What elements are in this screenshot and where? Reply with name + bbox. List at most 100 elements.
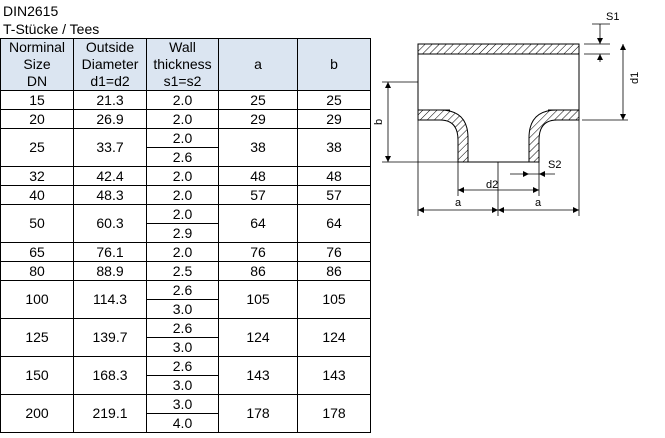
cell-wall-thickness: 2.0 — [146, 109, 219, 129]
cell-b: 38 — [297, 128, 371, 167]
cell-wall-thickness: 2.0 — [146, 185, 219, 205]
cell-wall-thickness: 3.0 — [146, 394, 219, 414]
cell-b: 143 — [297, 356, 371, 395]
cell-a: 57 — [218, 185, 298, 205]
cell-b: 124 — [297, 318, 371, 357]
cell-wall-thickness: 2.9 — [146, 223, 219, 243]
tee-drawing: S1 d1 b S2 d2 a a — [373, 11, 641, 216]
label-s1: S1 — [606, 11, 619, 23]
label-s2: S2 — [548, 159, 561, 171]
cell-dn: 32 — [0, 166, 74, 186]
subtitle: T-Stücke / Tees — [3, 21, 100, 37]
cell-dn: 15 — [0, 90, 74, 110]
cell-a: 25 — [218, 90, 298, 110]
cell-a: 105 — [218, 280, 298, 319]
cell-dn: 100 — [0, 280, 74, 319]
cell-wall-thickness: 4.0 — [146, 413, 219, 433]
label-b: b — [373, 119, 385, 125]
cell-a: 143 — [218, 356, 298, 395]
cell-outside-diameter: 114.3 — [73, 280, 147, 319]
cell-outside-diameter: 60.3 — [73, 204, 147, 243]
cell-b: 25 — [297, 90, 371, 110]
right-branch-wall — [528, 109, 580, 163]
label-a-left: a — [455, 197, 462, 209]
cell-wall-thickness: 2.0 — [146, 204, 219, 224]
header-b: b — [297, 38, 371, 91]
cell-wall-thickness: 2.6 — [146, 356, 219, 376]
cell-outside-diameter: 76.1 — [73, 242, 147, 262]
cell-outside-diameter: 33.7 — [73, 128, 147, 167]
cell-outside-diameter: 139.7 — [73, 318, 147, 357]
cell-wall-thickness: 2.0 — [146, 90, 219, 110]
cell-dn: 25 — [0, 128, 74, 167]
table-row: 4.0 — [1, 413, 371, 433]
cell-wall-thickness: 2.0 — [146, 242, 219, 262]
table-row: 3.0 — [1, 375, 371, 395]
cell-b: 178 — [297, 394, 371, 433]
label-d2: d2 — [486, 179, 498, 191]
cell-outside-diameter: 26.9 — [73, 109, 147, 129]
cell-a: 48 — [218, 166, 298, 186]
cell-b: 76 — [297, 242, 371, 262]
cell-wall-thickness: 3.0 — [146, 375, 219, 395]
cell-a: 38 — [218, 128, 298, 167]
label-d1: d1 — [629, 72, 641, 84]
cell-dn: 20 — [0, 109, 74, 129]
cell-a: 124 — [218, 318, 298, 357]
cell-b: 64 — [297, 204, 371, 243]
header-a: a — [218, 38, 298, 91]
cell-b: 105 — [297, 280, 371, 319]
cell-dn: 80 — [0, 261, 74, 281]
tee-body — [417, 43, 580, 163]
top-wall — [417, 43, 580, 55]
cell-wall-thickness: 3.0 — [146, 337, 219, 357]
cell-outside-diameter: 219.1 — [73, 394, 147, 433]
label-a-right: a — [535, 197, 542, 209]
cell-a: 86 — [218, 261, 298, 281]
cell-outside-diameter: 88.9 — [73, 261, 147, 281]
cell-outside-diameter: 21.3 — [73, 90, 147, 110]
cell-dn: 65 — [0, 242, 74, 262]
cell-a: 29 — [218, 109, 298, 129]
cell-b: 57 — [297, 185, 371, 205]
dimension-lines — [382, 23, 628, 216]
dimension-arrows — [385, 38, 626, 213]
cell-wall-thickness: 2.0 — [146, 128, 219, 148]
cell-dn: 40 — [0, 185, 74, 205]
cell-outside-diameter: 48.3 — [73, 185, 147, 205]
cell-wall-thickness: 2.6 — [146, 147, 219, 167]
cell-a: 64 — [218, 204, 298, 243]
cell-wall-thickness: 3.0 — [146, 299, 219, 319]
cell-outside-diameter: 42.4 — [73, 166, 147, 186]
cell-b: 48 — [297, 166, 371, 186]
cell-wall-thickness: 2.5 — [146, 261, 219, 281]
cell-dn: 150 — [0, 356, 74, 395]
cell-dn: 200 — [0, 394, 74, 433]
cell-a: 76 — [218, 242, 298, 262]
cell-dn: 125 — [0, 318, 74, 357]
cell-wall-thickness: 2.0 — [146, 166, 219, 186]
standard-title: DIN2615 — [3, 3, 59, 19]
cell-dn: 50 — [0, 204, 74, 243]
cell-wall-thickness: 2.6 — [146, 280, 219, 300]
cell-a: 178 — [218, 394, 298, 433]
left-branch-wall — [417, 109, 469, 163]
cell-wall-thickness: 2.6 — [146, 318, 219, 338]
cell-b: 86 — [297, 261, 371, 281]
